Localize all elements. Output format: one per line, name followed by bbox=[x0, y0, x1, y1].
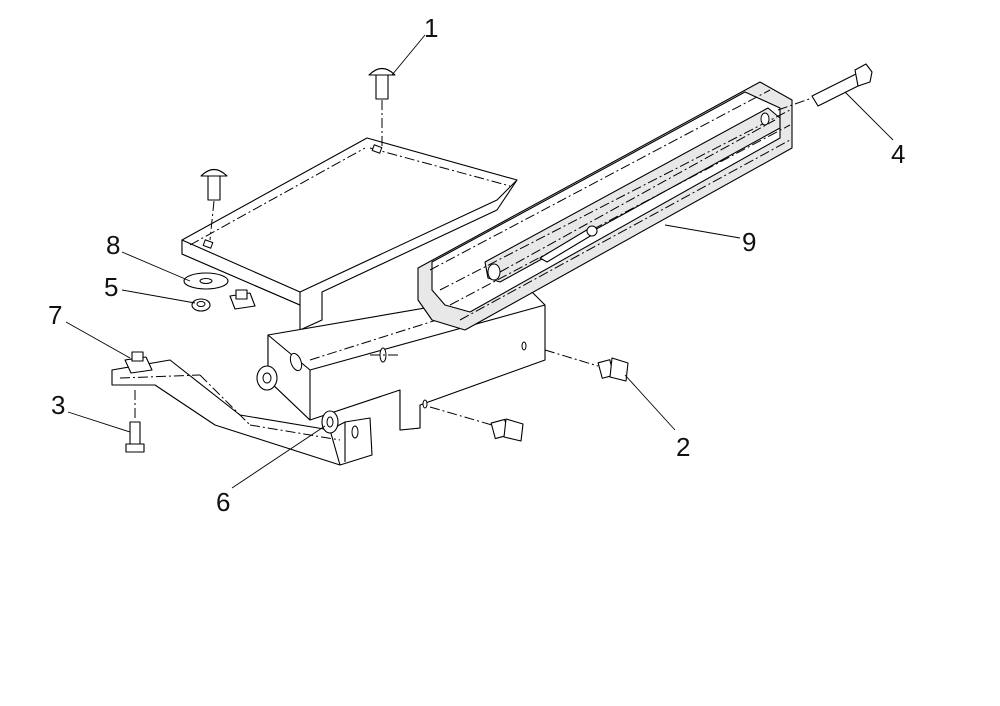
callout-labels: 1 2 3 4 5 6 7 8 9 bbox=[48, 13, 905, 517]
callout-2: 2 bbox=[676, 432, 690, 462]
callout-6: 6 bbox=[216, 487, 230, 517]
top-plate bbox=[181, 137, 518, 331]
callout-7: 7 bbox=[48, 300, 62, 330]
callout-3: 3 bbox=[51, 390, 65, 420]
carriage-bolt-top bbox=[368, 67, 396, 100]
flange-bolt-center bbox=[490, 418, 524, 442]
leader-lines bbox=[65, 34, 894, 489]
callout-8: 8 bbox=[106, 230, 120, 260]
flange-bolt-right bbox=[597, 357, 629, 382]
spacer bbox=[321, 410, 339, 434]
callout-4: 4 bbox=[891, 139, 905, 169]
spacer-rear bbox=[256, 365, 278, 391]
carriage-bolt-left bbox=[200, 168, 228, 201]
hex-bolt-lower bbox=[125, 421, 145, 453]
cage-nut-top bbox=[229, 289, 256, 310]
callout-1: 1 bbox=[424, 13, 438, 43]
clevis-pin bbox=[811, 63, 873, 107]
callout-9: 9 bbox=[742, 227, 756, 257]
flat-washer bbox=[183, 272, 229, 290]
lower-bracket bbox=[111, 359, 373, 466]
callout-5: 5 bbox=[104, 272, 118, 302]
main-bracket bbox=[267, 289, 546, 431]
tube-assembly bbox=[417, 81, 793, 331]
flange-nut bbox=[191, 298, 211, 312]
cage-nut-left bbox=[124, 351, 153, 374]
